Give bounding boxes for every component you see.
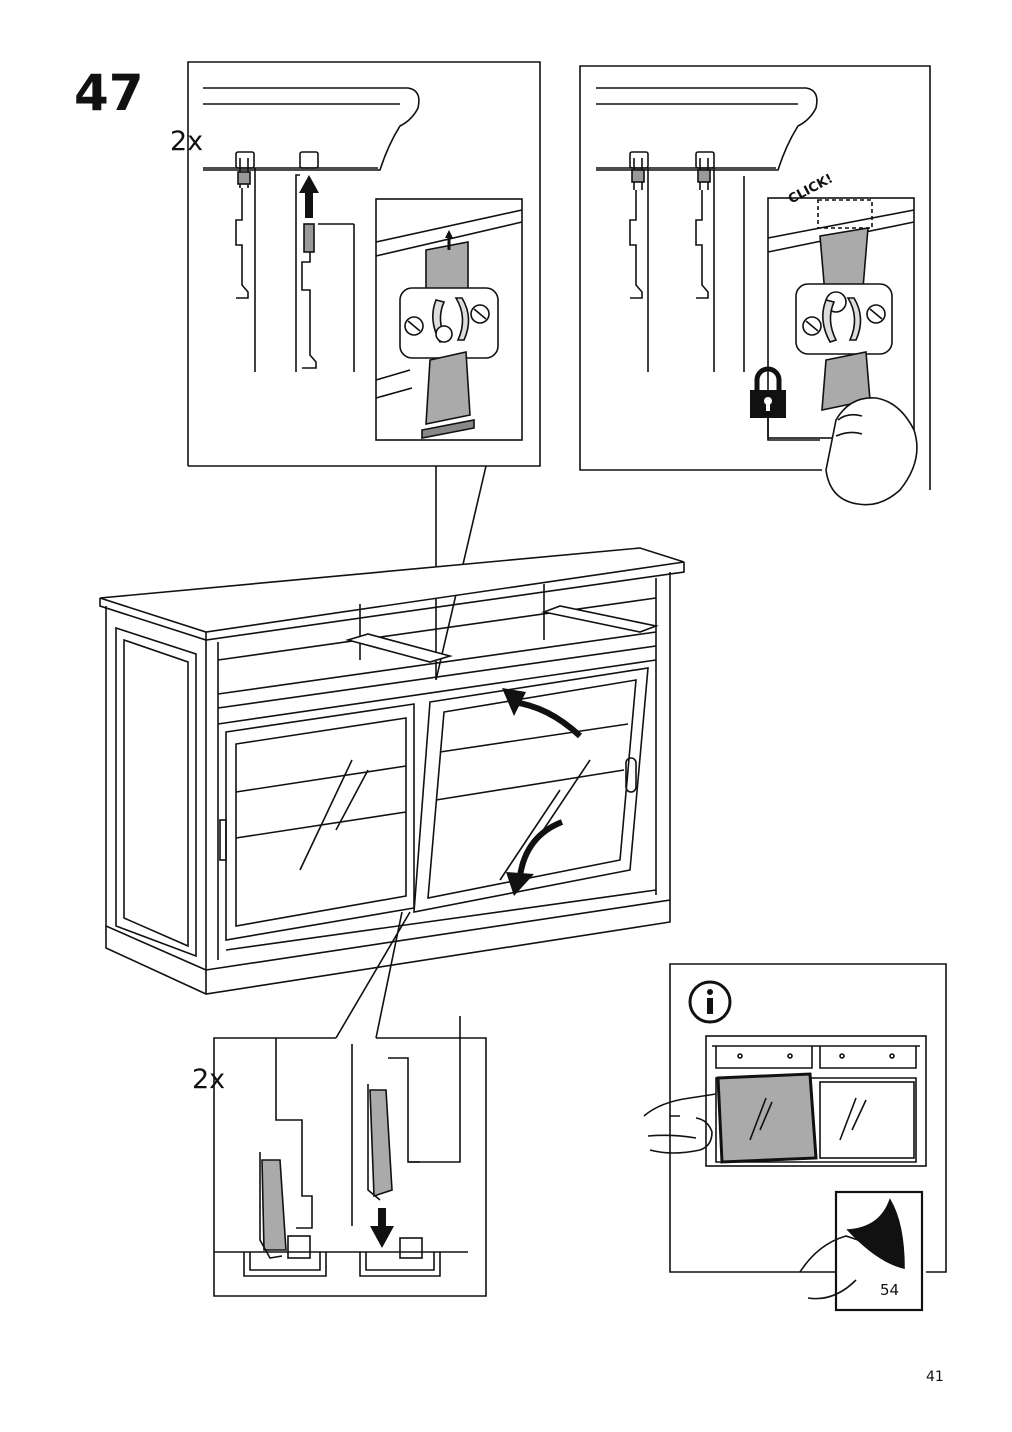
info-icon [688,980,732,1024]
quantity-label-top: 2x [170,126,204,157]
detail-panel-top-left [187,61,541,467]
reference-page-number: 54 [880,1281,900,1299]
callout-line-bottom [335,911,411,1039]
cabinet-illustration [99,547,685,995]
detail-panel-bottom [213,1016,487,1297]
step-number: 47 [74,64,144,122]
quantity-label-bottom: 2x [192,1064,226,1095]
page-number: 41 [926,1369,944,1385]
lock-icon [750,366,786,418]
info-box [643,963,947,1312]
detail-panel-top-right [579,65,931,506]
